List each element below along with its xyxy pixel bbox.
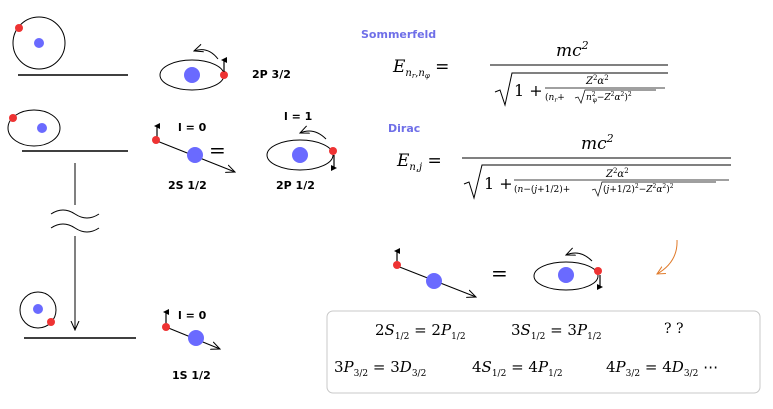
angular-momentum-label: l = 1 xyxy=(284,110,312,123)
degeneracy-box xyxy=(326,310,761,394)
electron xyxy=(47,318,55,326)
svg-text:4S1/2 = 4P1/2: 4S1/2 = 4P1/2 xyxy=(472,358,563,379)
electron xyxy=(152,136,160,144)
svg-text:1 +: 1 + xyxy=(484,174,513,193)
svg-text:3P3/2 = 3D3/2: 3P3/2 = 3D3/2 xyxy=(334,358,426,379)
equivalence-left-diagram xyxy=(393,248,476,297)
svg-text:(nr+: (nr+ xyxy=(545,92,565,104)
svg-text:n2φ−Z2α2)2: n2φ−Z2α2)2 xyxy=(586,91,632,104)
orbit-diagram-n2-outer xyxy=(12,16,66,70)
svg-text:Z2α2: Z2α2 xyxy=(605,167,629,180)
svg-text:4P3/2 = 4D3/2 ⋯: 4P3/2 = 4D3/2 ⋯ xyxy=(606,358,718,379)
degeneracy-row-1: 2S1/2 = 2P1/2 3S1/2 = 3P1/2 ? ? xyxy=(375,321,683,342)
dirac-title: Dirac xyxy=(388,122,420,135)
nucleus xyxy=(292,147,308,163)
nucleus xyxy=(188,330,204,346)
nucleus xyxy=(37,123,47,133)
svg-text:mc2: mc2 xyxy=(581,132,614,154)
electron xyxy=(329,147,337,155)
state-2s12-diagram xyxy=(152,123,235,172)
state-2p32-diagram xyxy=(159,50,228,91)
curved-arrow xyxy=(657,239,678,274)
nucleus xyxy=(426,273,442,289)
svg-text:Enr,nφ =: Enr,nφ = xyxy=(392,57,449,80)
electron xyxy=(15,24,23,32)
electron xyxy=(9,114,17,122)
degeneracy-row-2: 3P3/2 = 3D3/2 4S1/2 = 4P1/2 4P3/2 = 4D3/… xyxy=(334,358,718,379)
equals-sign: = xyxy=(209,138,226,162)
rotation-arrow xyxy=(566,253,593,262)
axis-break-mark xyxy=(50,209,100,219)
state-label-1s12: 1S 1/2 xyxy=(172,369,211,382)
state-2p12-diagram xyxy=(266,131,337,171)
angular-momentum-label: l = 0 xyxy=(178,121,207,134)
equivalence-right-diagram xyxy=(533,253,603,291)
svg-text:2S1/2 = 2P1/2: 2S1/2 = 2P1/2 xyxy=(375,321,466,342)
electron xyxy=(162,323,170,331)
svg-text:(j+1/2)2−Z2α2)2: (j+1/2)2−Z2α2)2 xyxy=(603,183,674,195)
electron xyxy=(594,267,602,275)
dirac-formula: En,j = mc2 1 + Z2α2 (n−(j+1/2)+ (j+1/2)2… xyxy=(396,132,731,200)
electron xyxy=(220,71,228,79)
nucleus xyxy=(558,267,574,283)
svg-text:(n−(j+1/2)+: (n−(j+1/2)+ xyxy=(514,184,570,195)
nucleus xyxy=(184,67,200,83)
nucleus xyxy=(34,38,44,48)
svg-text:1 +: 1 + xyxy=(514,81,543,100)
orbit-diagram-n2-inner xyxy=(7,109,61,147)
orbit-diagram-n1 xyxy=(19,291,57,329)
state-label-2s12: 2S 1/2 xyxy=(168,179,207,192)
question-marks: ? ? xyxy=(664,321,683,337)
state-1s12-diagram xyxy=(162,309,220,349)
level-gap-arrow xyxy=(50,163,100,330)
state-label-2p12: 2P 1/2 xyxy=(276,179,315,192)
axis-break-mark xyxy=(50,223,100,233)
svg-text:Z2α2: Z2α2 xyxy=(585,74,609,87)
svg-text:3S1/2 = 3P1/2: 3S1/2 = 3P1/2 xyxy=(511,321,602,342)
electron xyxy=(393,261,401,269)
equals-sign: = xyxy=(491,261,508,285)
rotation-arrow xyxy=(194,50,219,60)
rotation-arrow xyxy=(300,131,327,140)
svg-text:mc2: mc2 xyxy=(556,39,589,61)
nucleus xyxy=(187,147,203,163)
state-label-2p32: 2P 3/2 xyxy=(252,68,291,81)
nucleus xyxy=(33,304,43,314)
svg-text:En,j =: En,j = xyxy=(396,151,442,173)
sommerfeld-title: Sommerfeld xyxy=(361,28,436,41)
angular-momentum-label: l = 0 xyxy=(178,309,207,322)
